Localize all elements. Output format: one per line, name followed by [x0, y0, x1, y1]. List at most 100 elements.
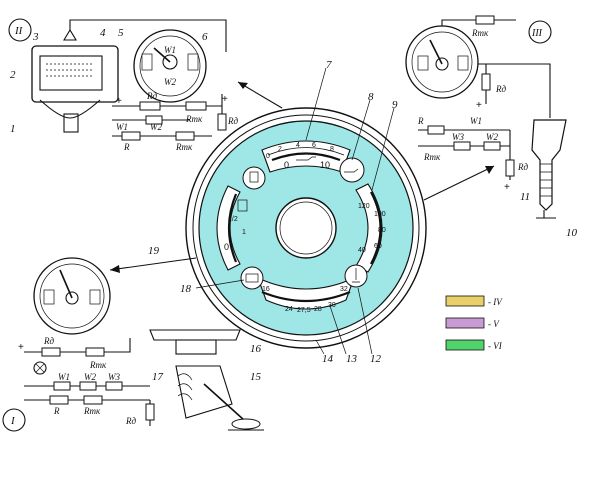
callout-12: 12 [370, 353, 382, 365]
label-rd-iii: Rд [495, 84, 506, 94]
arrow-to-panel-ii [237, 81, 283, 109]
fuel-pump-icon [237, 199, 248, 212]
roman-i-badge [2, 408, 26, 432]
coil-w2-i [79, 381, 97, 391]
callout-16: 16 [250, 343, 262, 355]
roman-i-label: I [10, 415, 16, 427]
temp-gauge-needle [429, 39, 443, 65]
fuel-gauge: 0 1/2 1 [216, 185, 248, 271]
coolant-temp-gauge: 120 100 80 60 40 [355, 183, 386, 273]
label-rd-ii: Rд [146, 91, 157, 101]
label-rtk-iii: Rтк [471, 28, 489, 38]
resistor-rtk-i [85, 347, 105, 357]
label-w3-iii: W3 [452, 132, 464, 142]
callout-18: 18 [180, 283, 192, 295]
plus-sign-iii-low: + [504, 182, 510, 193]
resistor-rtk-i-low [83, 395, 103, 405]
sensor-inner-box [39, 55, 103, 91]
charge-lamp [240, 266, 264, 290]
label-w2-top: W2 [164, 77, 176, 87]
label-rtk-i-low: Rтк [83, 406, 101, 416]
sensor-terminal [63, 28, 77, 41]
sensor-flange [149, 329, 241, 341]
wire-legend: - IV - V - VI [445, 295, 503, 351]
roman-ii-badge [8, 18, 32, 42]
oil-scale-min: 0 [284, 160, 289, 170]
label-w2-i: W2 [84, 372, 96, 382]
legend-swatch-v [445, 317, 485, 329]
oil-tick-8: 8 [330, 146, 334, 153]
roman-iii-badge [528, 20, 552, 44]
callout-13: 13 [346, 353, 358, 365]
oil-gauge-receiver-inner [139, 35, 201, 97]
callout-6: 6 [202, 31, 208, 43]
resistor-r-i [49, 395, 69, 405]
label-r-iii: R [417, 116, 424, 126]
label-rtk-iii-low: Rтк [423, 152, 441, 162]
volt-tick-28: 28 [314, 306, 322, 313]
callout-3: 3 [32, 31, 39, 43]
callout-11: 11 [520, 191, 530, 203]
coil-w3 [187, 53, 199, 71]
label-w1-iii: W1 [470, 116, 482, 126]
connector-arrows [109, 81, 495, 273]
callout-14: 14 [322, 353, 334, 365]
callout-15: 15 [250, 371, 262, 383]
leader-12 [357, 287, 373, 355]
resistor-r-ii [121, 131, 141, 141]
legend-label-iv: - IV [488, 297, 503, 307]
oil-tick-2: 2 [278, 146, 282, 153]
wire-panel-ii [69, 19, 227, 52]
volt-tick-30: 30 [328, 302, 336, 309]
callout-9: 9 [392, 99, 398, 111]
fuel-reserve-lamp [242, 166, 266, 190]
label-w2-iii: W2 [486, 132, 498, 142]
legend-label-v: - V [488, 319, 500, 329]
temp-coil-left [417, 55, 429, 71]
callout-8: 8 [368, 91, 374, 103]
voltmeter-gauge: 16 24 27,5 28 30 32 [257, 276, 355, 314]
plus-sign-iii: + [476, 100, 482, 111]
callout-7: 7 [326, 59, 332, 71]
resistor-rd-i [41, 347, 61, 357]
arrow-head-iii [485, 166, 494, 174]
roman-ii-label: II [14, 25, 24, 37]
label-w1-top: W1 [164, 45, 176, 55]
wire-iii-right [478, 63, 551, 118]
cluster-center-inner [279, 201, 333, 255]
resistor-rd [139, 101, 161, 111]
volt-tick-27: 27,5 [297, 307, 311, 314]
leader-13 [329, 305, 347, 355]
fuel-gauge-needle [59, 269, 73, 299]
legend-swatch-iv [445, 295, 485, 307]
resistor-rd-iii-low [505, 159, 515, 177]
float-lever [203, 383, 245, 421]
leader-7 [305, 67, 327, 141]
plus-sign-ii: + [116, 96, 122, 107]
callout-2: 2 [10, 69, 16, 81]
temp-tick-60: 60 [374, 243, 382, 250]
oil-can-icon [296, 156, 316, 161]
label-rtk-ii-low: Rтк [175, 142, 193, 152]
oil-gauge-pivot [162, 54, 178, 70]
label-r-i: R [53, 406, 60, 416]
roman-iii-label: III [531, 28, 543, 39]
coil-w3-iii [453, 141, 471, 151]
panel-iii-temp-sensor: Rтк Rд + III R W1 W3 W2 Rтк Rд + 11 10 [405, 15, 578, 239]
callout-10: 10 [566, 227, 578, 239]
legend-swatch-vi [445, 339, 485, 351]
resistor-rd-vertical [217, 113, 227, 131]
temp-gauge-receiver [405, 25, 479, 99]
temp-tick-100: 100 [374, 211, 386, 218]
instrument-cluster: 0 2 4 6 8 0 10 120 100 80 60 40 0 1/2 1 [185, 107, 427, 349]
oil-warning-lamp [339, 157, 365, 183]
arrow-to-panel-iii [423, 165, 495, 201]
volt-tick-16: 16 [262, 286, 270, 293]
coil-w2-ii [145, 115, 163, 125]
label-rd-i: Rд [43, 336, 54, 346]
label-w1-i: W1 [58, 372, 70, 382]
fuel-coil-right [89, 289, 101, 305]
temp-tick-40: 40 [358, 247, 366, 254]
oil-tick-0: 0 [266, 153, 270, 160]
temp-gauge-receiver-inner [411, 31, 473, 93]
